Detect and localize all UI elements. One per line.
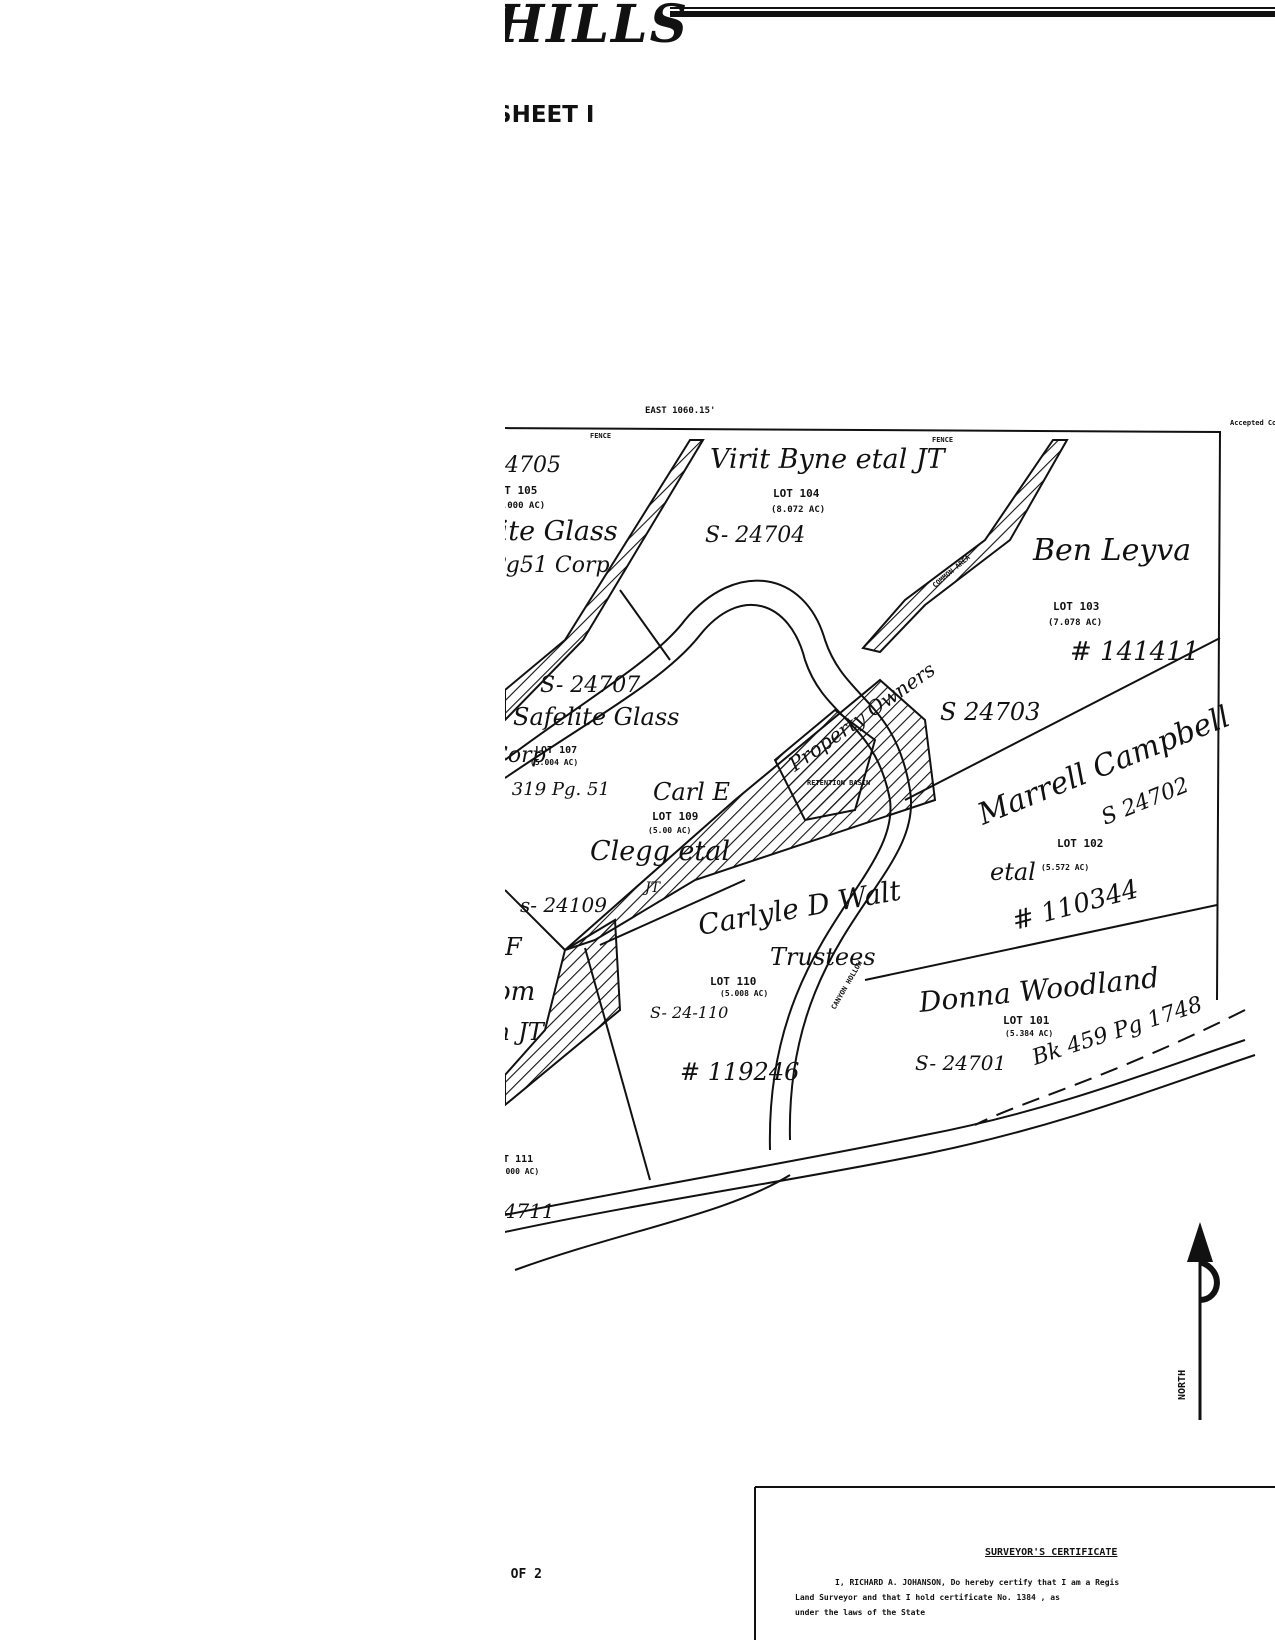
lot-105-owner-line-1: lite Glass <box>505 516 618 547</box>
lot-102-owner-line-2: etal <box>990 858 1036 886</box>
lot-107-owner-line-1: Safelite Glass <box>513 703 679 731</box>
lot-103-label: LOT 103 <box>1053 600 1099 613</box>
lot-107-book: # 319 Pg. 51 <box>505 779 610 800</box>
certificate-title: SURVEYOR'S CERTIFICATE <box>985 1547 1117 1558</box>
lot-111-apn: 24711 <box>505 1199 555 1223</box>
north-arrow-label: NORTH <box>1177 1370 1188 1400</box>
lot-105-id: 24705 <box>505 453 561 478</box>
lot-102-label: LOT 102 <box>1057 837 1103 850</box>
lot-104-acres: (8.072 AC) <box>771 505 825 515</box>
lot-107-acres: (5.004 AC) <box>530 758 578 767</box>
lot-101-acres: (5.384 AC) <box>1005 1029 1053 1038</box>
lot-lines <box>505 427 1222 1181</box>
hatched-easements <box>505 439 1069 1107</box>
lot-101-owner: Donna Woodland <box>916 961 1160 1019</box>
lot-104-owner: Virit Byne etal JT <box>710 444 947 475</box>
road-centerlines <box>505 579 1256 1271</box>
lot-109-owner-line-1: Carl E <box>653 778 730 806</box>
lot-110-apn: S- 24-110 <box>650 1003 728 1022</box>
lot-109-owner-line-3: JT <box>642 880 662 896</box>
certificate-line-1: I, RICHARD A. JOHANSON, Do hereby certif… <box>835 1577 1119 1587</box>
lot-103-owner: Ben Leyva <box>1032 533 1191 568</box>
lot-109-owner-line-2: Clegg etal <box>590 836 730 867</box>
lot-103-acres: (7.078 AC) <box>1048 618 1102 628</box>
corner-note: Accepted Cor. Sl <box>1230 419 1275 427</box>
fence-label-1: FENCE <box>590 432 611 440</box>
lot-105-label: LOT 105 <box>505 484 537 497</box>
left-fragment-f: F <box>505 933 523 961</box>
lot-102-acres: (5.572 AC) <box>1041 863 1089 872</box>
lot-110-label: LOT 110 <box>710 975 756 988</box>
lot-103-apn: S 24703 <box>940 698 1040 726</box>
lot-105-acres: (5.000 AC) <box>505 501 545 511</box>
lot-111-acres: (5.000 AC) <box>505 1167 539 1176</box>
lot-103-doc: # 141411 <box>1070 637 1199 667</box>
sheet-count: 1 OF 2 <box>505 1567 542 1582</box>
certificate-line-2: Land Surveyor and that I hold certificat… <box>795 1592 1060 1602</box>
north-arrow-icon: NORTH <box>1177 1222 1220 1420</box>
lot-110-owner-line-2: Trustees <box>770 943 876 971</box>
lot-110-acres: (5.008 AC) <box>720 989 768 998</box>
lot-107-label: LOT 107 <box>535 745 577 756</box>
lot-107-apn: S- 24707 <box>540 673 640 698</box>
left-fragment-om: om <box>505 977 535 1007</box>
lot-107-owner-line-2: Corp <box>505 743 546 768</box>
lot-109-label: LOT 109 <box>652 810 698 823</box>
lot-109-acres: (5.00 AC) <box>648 826 691 835</box>
top-bearing-label: EAST 1060.15' <box>645 406 715 416</box>
lot-110-doc: # 119246 <box>680 1058 799 1086</box>
lot-101-label: LOT 101 <box>1003 1014 1050 1027</box>
lot-110-owner-line-1: Carlyle D Walt <box>695 874 904 942</box>
fence-label-2: FENCE <box>932 436 953 444</box>
lot-111-label: LOT 111 <box>505 1154 533 1165</box>
lot-101-apn: S- 24701 <box>915 1051 1006 1075</box>
lot-105-owner-line-2: Pg51 Corp <box>505 553 610 578</box>
map-title-fragment: HILLS <box>505 0 689 55</box>
certificate-line-3: under the laws of the State <box>795 1608 925 1617</box>
lot-102-apn: S 24702 <box>1098 773 1193 831</box>
retention-basin-label: RETENTION BASIN <box>807 779 870 787</box>
lot-104-label: LOT 104 <box>773 487 820 500</box>
lot-104-apn: S- 24704 <box>705 523 805 548</box>
lot-109-apn: s- 24109 <box>520 893 607 917</box>
